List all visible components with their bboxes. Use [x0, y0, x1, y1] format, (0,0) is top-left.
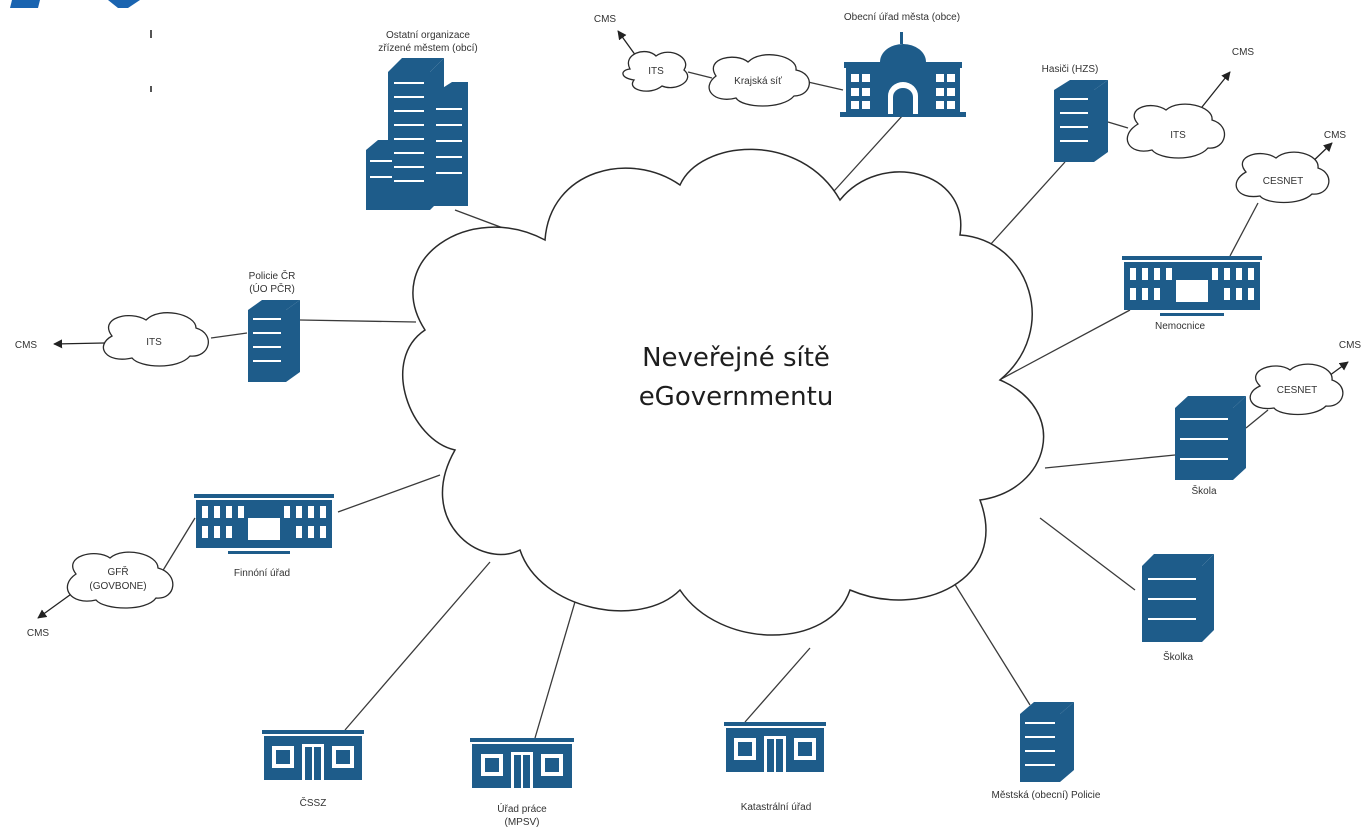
label-katastr: Katastrální úřad: [741, 802, 812, 813]
institution-building-icon: [1122, 256, 1262, 316]
cloud-gfr: GFŘ (GOVBONE): [66, 551, 174, 609]
link-policie-its: [210, 332, 248, 339]
link-cssz: [344, 561, 491, 731]
small-office-icon: [724, 722, 826, 772]
link-skolka: [1039, 517, 1136, 591]
label-cssz: ČSSZ: [300, 796, 327, 809]
cloud-its-top: ITS: [622, 51, 689, 92]
label-skola: Škola: [1191, 484, 1216, 497]
arrow-gfr-cms: [37, 591, 75, 619]
label-skolka: Školka: [1163, 650, 1193, 663]
office-building-icon: [1054, 80, 1108, 162]
cms-labels: CMS CMS CMS CMS CMS CMS: [15, 14, 1362, 639]
arrow-policie-cms: [53, 339, 105, 349]
town-hall-icon: [840, 32, 966, 117]
link-financni: [337, 474, 441, 513]
small-office-icon: [262, 730, 364, 780]
link-nemocnice-cesnet: [1229, 202, 1259, 257]
office-building-icon: [1020, 702, 1074, 782]
cms-top: CMS: [594, 14, 617, 25]
link-nemocnice: [989, 309, 1131, 386]
arrow-top-cms: [617, 30, 637, 57]
link-obecni-krajska: [807, 81, 844, 91]
cms-skola: CMS: [1339, 340, 1362, 351]
link-krajska-its: [687, 71, 713, 79]
central-cloud: Neveřejné sítě eGovernmentu: [402, 148, 1045, 636]
office-building-icon: [366, 58, 468, 210]
link-skola-cesnet: [1245, 409, 1269, 429]
small-office-icon: [470, 738, 574, 788]
arrow-hasici-cms: [1197, 71, 1231, 113]
cloud-title-line2: eGovernmentu: [639, 382, 834, 412]
logo-mark-icon: [150, 86, 152, 92]
office-building-icon: [1142, 554, 1214, 642]
link-hasici: [989, 161, 1066, 246]
cloud-cesnet-skola: CESNET: [1249, 363, 1344, 416]
cms-policie: CMS: [15, 340, 38, 351]
small-clouds: ITS Krajská síť ITS CESNET CESNET ITS GF…: [66, 51, 1344, 609]
cloud-gfr-label-2: (GOVBONE): [89, 581, 146, 592]
label-financni: Finnóní úřad: [234, 568, 290, 579]
label-obecni: Obecní úřad města (obce): [844, 12, 960, 23]
cloud-cesnet-nemocnice-label: CESNET: [1263, 176, 1304, 187]
cloud-its-policie: ITS: [102, 312, 209, 367]
cloud-krajska: Krajská síť: [708, 54, 810, 107]
cloud-krajska-label: Krajská síť: [734, 76, 782, 87]
label-hasici: Hasiči (HZS): [1042, 64, 1099, 75]
link-hasici-its: [1107, 121, 1129, 129]
link-urad-prace: [534, 577, 583, 739]
label-policie-1: Policie ČR: [249, 269, 296, 282]
cms-gfr: CMS: [27, 628, 50, 639]
label-urad-prace-1: Úřad práce: [497, 802, 547, 815]
link-policie: [299, 319, 417, 323]
cloud-gfr-label-1: GFŘ: [107, 565, 128, 578]
label-mestska-policie: Městská (obecní) Policie: [992, 790, 1101, 801]
cloud-cesnet-nemocnice: CESNET: [1235, 151, 1330, 204]
office-building-icon: [248, 300, 300, 382]
office-building-icon: [1175, 396, 1246, 480]
label-ostatni-1: Ostatní organizace: [386, 30, 470, 41]
logo-fragment-icon: [10, 0, 140, 8]
cloud-title-line1: Neveřejné sítě: [642, 343, 830, 373]
cms-nemocnice: CMS: [1324, 130, 1347, 141]
link-financni-gfr: [161, 517, 196, 573]
cloud-its-hasici-label: ITS: [1170, 130, 1186, 141]
logo-mark-icon: [150, 30, 152, 38]
link-skola: [1044, 454, 1176, 469]
label-urad-prace-2: (MPSV): [505, 817, 540, 828]
cms-hasici: CMS: [1232, 47, 1255, 58]
cloud-its-policie-label: ITS: [146, 337, 162, 348]
connection-lines: [161, 71, 1269, 739]
cloud-its-hasici: ITS: [1126, 103, 1225, 159]
label-policie-2: (ÚO PČR): [249, 282, 295, 295]
cloud-cesnet-skola-label: CESNET: [1277, 385, 1318, 396]
link-mestska-policie: [945, 569, 1031, 706]
cloud-its-top-label: ITS: [648, 66, 664, 77]
link-katastr: [744, 647, 811, 723]
label-nemocnice: Nemocnice: [1155, 321, 1205, 332]
label-ostatni-2: zřízené městem (obcí): [378, 43, 477, 54]
institution-building-icon: [194, 494, 334, 554]
